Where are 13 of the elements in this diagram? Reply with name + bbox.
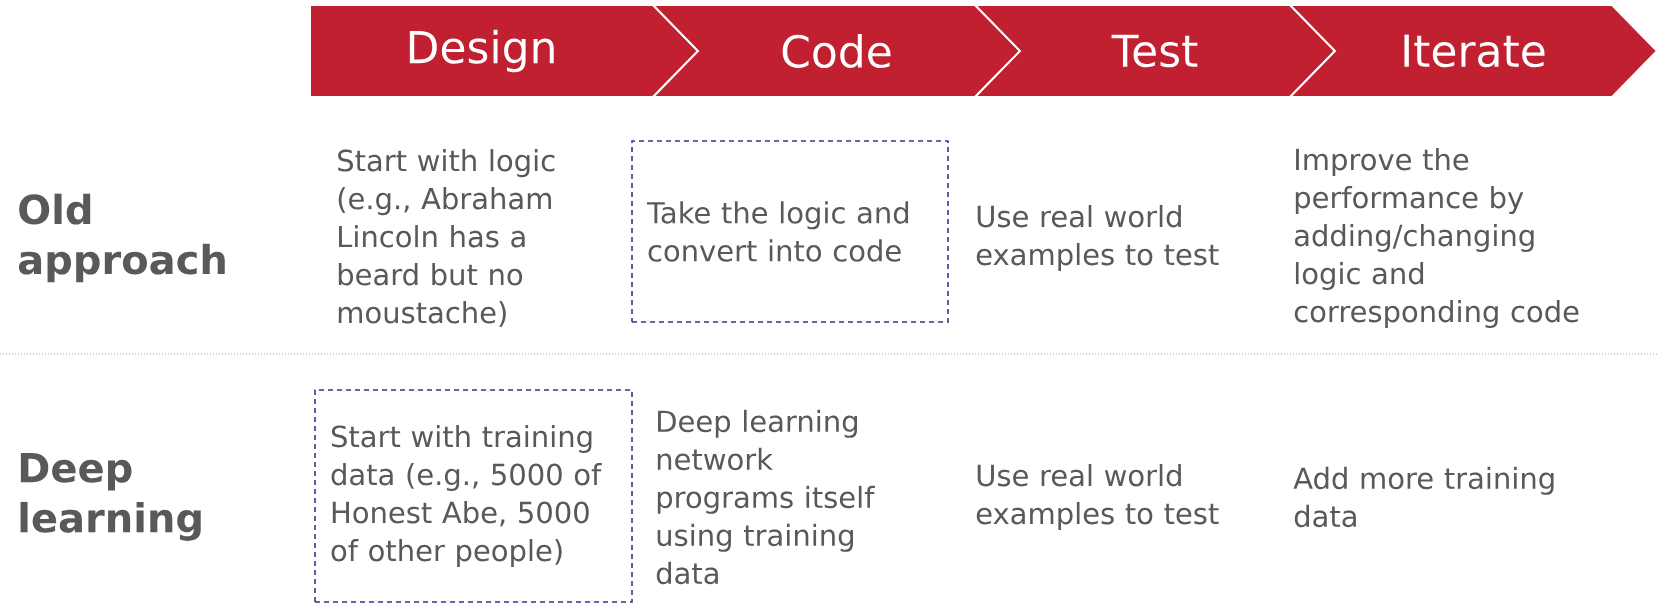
dashed-box: Take the logic and convert into code [631,140,949,323]
node-label: Iterate [1404,34,1545,68]
dashed-box: Start with training data (e.g., 5000 of Honest Abe, 5000 of other people) [314,389,633,603]
row-heading: Old approach [18,193,225,283]
cell-text: Use real world examples to test [976,204,1219,272]
cell-text: Use real world examples to test [976,463,1219,531]
cell-text: Start with logic (e.g., Abraham Lincoln has a beard but no moustache) [338,149,555,327]
process-step-band: Design [309,4,700,98]
process-step-band: Iterate [1287,4,1657,98]
cell-text: Deep learning network programs itself using training data [656,409,875,585]
cell-text: Add more training data [1293,466,1554,528]
cell-text: Improve the performance by adding/changing logic and corresponding code [1294,147,1579,329]
row-heading: Deep learning [20,453,201,541]
